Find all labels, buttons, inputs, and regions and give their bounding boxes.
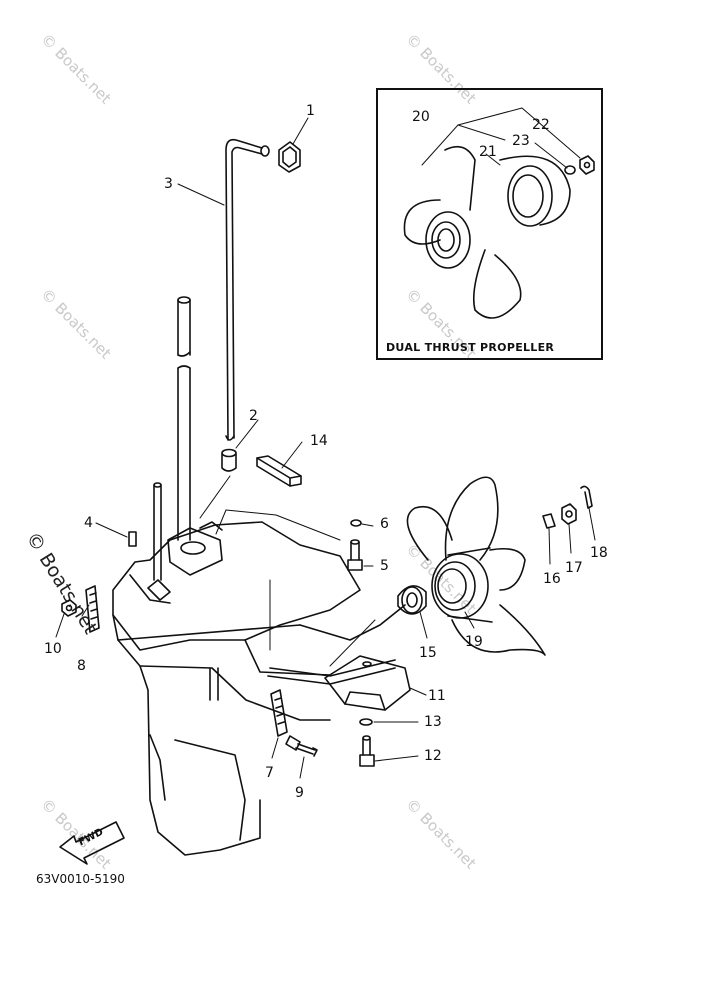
thrust-washer-part-15 <box>397 585 427 615</box>
callout-8: 8 <box>77 658 86 674</box>
bolt-part-5 <box>347 539 363 571</box>
callout-2: 2 <box>249 408 258 424</box>
callout-20: 20 <box>412 109 430 125</box>
drive-shaft <box>177 296 191 541</box>
screw-part-9 <box>285 735 318 757</box>
callout-5: 5 <box>380 558 389 574</box>
propeller-part-19 <box>406 476 546 656</box>
callout-21: 21 <box>479 144 497 160</box>
lower-unit-housing <box>112 521 406 856</box>
callout-22: 22 <box>532 117 550 133</box>
anode-part-8 <box>85 585 100 633</box>
callout-17: 17 <box>565 560 583 576</box>
leader-lines <box>55 107 596 779</box>
callout-12: 12 <box>424 748 442 764</box>
callout-6: 6 <box>380 516 389 532</box>
nut-part-10 <box>61 599 77 617</box>
callout-4: 4 <box>84 515 93 531</box>
inset-propeller <box>403 145 595 319</box>
inset-frame <box>376 88 603 360</box>
callout-15: 15 <box>419 645 437 661</box>
callout-9: 9 <box>295 785 304 801</box>
callout-23: 23 <box>512 133 530 149</box>
cotter-pin-part-18 <box>580 485 593 509</box>
callout-16: 16 <box>543 571 561 587</box>
callout-1: 1 <box>306 103 315 119</box>
rubber-part-14 <box>256 455 302 487</box>
fwd-arrow <box>59 821 125 865</box>
washer-part-16 <box>542 513 556 529</box>
callout-13: 13 <box>424 714 442 730</box>
callout-3: 3 <box>164 176 173 192</box>
water-tube <box>225 138 270 441</box>
callout-14: 14 <box>310 433 328 449</box>
nut-part-17 <box>561 503 577 525</box>
inset-caption: DUAL THRUST PROPELLER <box>386 341 555 354</box>
anode-part-7 <box>270 689 288 737</box>
callout-11: 11 <box>428 688 446 704</box>
callout-7: 7 <box>265 765 274 781</box>
pin-part-4 <box>128 531 137 547</box>
shift-rod <box>153 482 162 581</box>
anode-plate-part-11 <box>324 655 411 711</box>
washer-part-13 <box>359 718 373 726</box>
diagram-code: 63V0010-5190 <box>36 872 125 886</box>
seal-part-2 <box>221 448 237 472</box>
callout-18: 18 <box>590 545 608 561</box>
callout-19: 19 <box>465 634 483 650</box>
grommet-part-1 <box>278 141 301 173</box>
bolt-part-12 <box>359 735 375 767</box>
callout-10: 10 <box>44 641 62 657</box>
washer-part-6 <box>350 519 362 527</box>
